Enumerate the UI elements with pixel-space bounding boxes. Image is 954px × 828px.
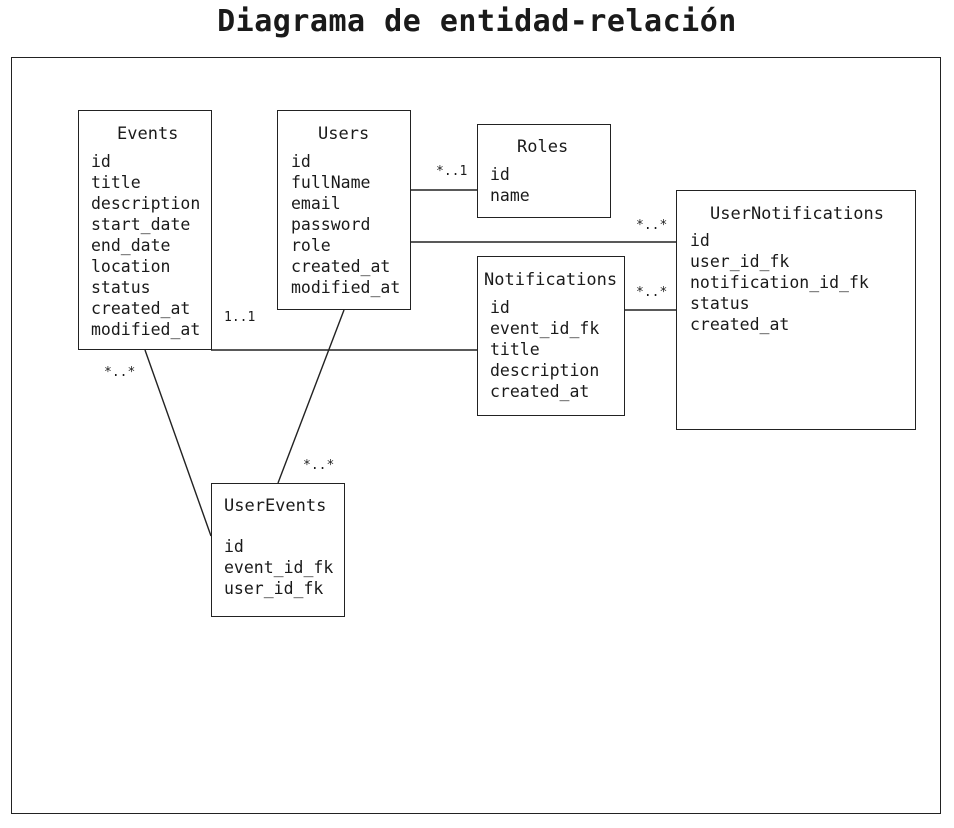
attribute: modified_at	[91, 320, 201, 339]
diagram-title: Diagrama de entidad-relación	[217, 4, 737, 39]
attribute: status	[91, 278, 151, 297]
entity-notifications-attributes: id event_id_fk title description created…	[490, 297, 599, 402]
attribute: title	[91, 173, 141, 192]
attribute: end_date	[91, 236, 171, 255]
entity-userevents-name: UserEvents	[224, 496, 327, 516]
cardinality-events-notifications: 1..1	[224, 310, 256, 325]
entity-events[interactable]: Events id title description start_date e…	[78, 110, 212, 350]
attribute: id	[291, 152, 311, 171]
attribute: notification_id_fk	[690, 273, 869, 292]
attribute: created_at	[91, 299, 191, 318]
attribute: user_id_fk	[224, 579, 324, 598]
attribute: title	[490, 340, 540, 359]
diagram-frame	[11, 57, 941, 814]
attribute: start_date	[91, 215, 191, 234]
entity-usernotifications[interactable]: UserNotifications id user_id_fk notifica…	[676, 190, 916, 430]
cardinality-notifications-usernotifications: *..*	[636, 285, 668, 300]
attribute: event_id_fk	[224, 558, 334, 577]
attribute: description	[91, 194, 201, 213]
attribute: status	[690, 294, 750, 313]
entity-notifications[interactable]: Notifications id event_id_fk title descr…	[477, 256, 625, 416]
entity-userevents[interactable]: UserEvents id event_id_fk user_id_fk	[211, 483, 345, 617]
entity-users-attributes: id fullName email password role created_…	[291, 151, 400, 298]
attribute: id	[490, 298, 510, 317]
attribute: created_at	[291, 257, 391, 276]
attribute: id	[690, 231, 710, 250]
entity-usernotifications-attributes: id user_id_fk notification_id_fk status …	[690, 230, 869, 335]
entity-roles[interactable]: Roles id name	[477, 124, 611, 218]
attribute: description	[490, 361, 600, 380]
cardinality-users-roles: *..1	[436, 164, 468, 179]
entity-events-attributes: id title description start_date end_date…	[91, 151, 200, 340]
entity-events-name: Events	[117, 124, 179, 144]
attribute: created_at	[690, 315, 790, 334]
attribute: fullName	[291, 173, 371, 192]
entity-roles-attributes: id name	[490, 164, 530, 206]
cardinality-users-usernotifications: *..*	[636, 218, 668, 233]
attribute: id	[224, 537, 244, 556]
entity-users[interactable]: Users id fullName email password role cr…	[277, 110, 411, 310]
attribute: created_at	[490, 382, 590, 401]
entity-users-name: Users	[318, 124, 370, 144]
attribute: location	[91, 257, 171, 276]
entity-notifications-name: Notifications	[484, 270, 618, 290]
attribute: role	[291, 236, 331, 255]
attribute: email	[291, 194, 341, 213]
cardinality-events-userevents: *..*	[104, 365, 136, 380]
attribute: user_id_fk	[690, 252, 790, 271]
attribute: name	[490, 186, 530, 205]
line-users-userevents	[277, 309, 345, 484]
cardinality-users-userevents: *..*	[303, 458, 335, 473]
entity-userevents-attributes: id event_id_fk user_id_fk	[224, 536, 333, 599]
entity-roles-name: Roles	[517, 137, 569, 157]
entity-usernotifications-name: UserNotifications	[710, 204, 884, 224]
attribute: id	[490, 165, 510, 184]
attribute: id	[91, 152, 111, 171]
attribute: password	[291, 215, 371, 234]
line-events-userevents	[144, 349, 212, 537]
attribute: event_id_fk	[490, 319, 600, 338]
attribute: modified_at	[291, 278, 401, 297]
